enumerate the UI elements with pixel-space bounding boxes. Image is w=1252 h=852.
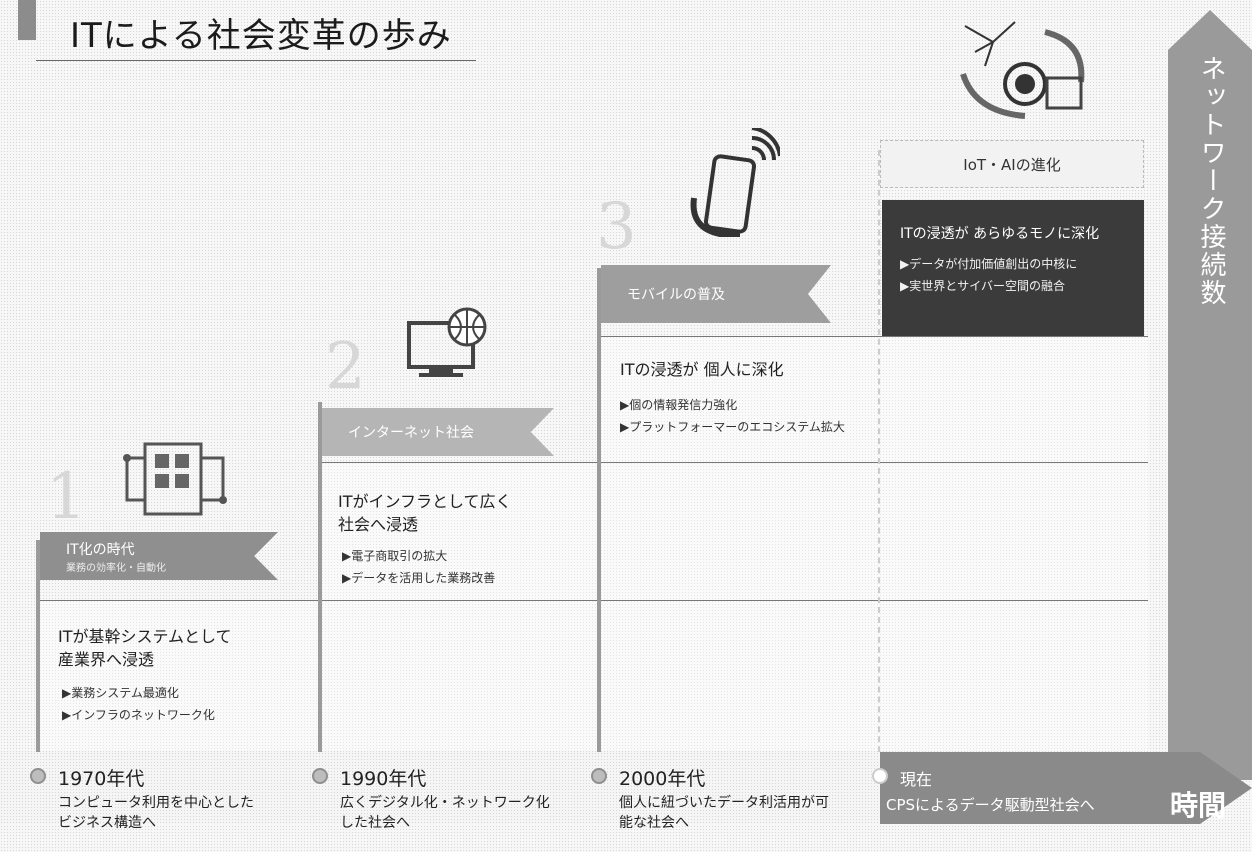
stage-3-flag-title: モバイルの普及 [627, 287, 725, 303]
network-growth-arrow [1168, 10, 1252, 780]
stage-1-bullet: ▶インフラのネットワーク化 [62, 707, 215, 722]
era-1-desc: コンピュータ利用を中心とした ビジネス構造へ [58, 794, 254, 833]
stage-4-flag: IoT・AIの進化 [880, 140, 1144, 188]
stage-1-line [36, 600, 1148, 601]
stage-1-bullet: ▶業務システム最適化 [62, 686, 179, 701]
stage-3-bullet: ▶個の情報発信力強化 [620, 398, 738, 413]
stage-2-panel [318, 462, 1148, 600]
stage-3-line [597, 336, 1148, 337]
era-2-desc: 広くデジタル化・ネットワーク化 した社会へ [340, 794, 550, 833]
stage-2-headline-line1: ITがインフラとして広く [338, 492, 512, 511]
era-3-desc: 個人に紐づいたデータ利活用が可 能な社会へ [619, 794, 829, 833]
timeline-line-2 [318, 402, 322, 772]
era-3-desc-line1: 個人に紐づいたデータ利活用が可 [619, 795, 829, 811]
stage-2-bullet: ▶データを活用した業務改善 [342, 570, 496, 585]
smartphone-wireless-icon [690, 128, 780, 237]
stage-1-text: ITが基幹システムとして 産業界へ浸透 ▶業務システム最適化 ▶インフラのネット… [58, 625, 308, 727]
stage-3-bullet: ▶プラットフォーマーのエコシステム拡大 [620, 419, 845, 434]
era-4-label: 現在 [900, 770, 933, 789]
stage-4-panel: ITの浸透が あらゆるモノに深化 ▶データが付加価値創出の中核に ▶実世界とサイ… [882, 200, 1144, 336]
stage-4-bullet: ▶データが付加価値創出の中核に [900, 257, 1078, 272]
era-1-dot [30, 768, 46, 784]
stage-3-panel [597, 336, 1148, 462]
stage-1-panel [36, 600, 1148, 750]
title-accent-bar [18, 0, 36, 40]
stage-3-flag: モバイルの普及 [601, 265, 831, 323]
stage-1-flag-title: IT化の時代 [66, 541, 135, 558]
stage-3-text: ITの浸透が 個人に深化 ▶個の情報発信力強化 ▶プラットフォーマーのエコシステ… [620, 358, 880, 438]
network-growth-label: ネットワーク接続数 [1196, 55, 1226, 307]
era-2-dot [312, 768, 328, 784]
timeline-line-4 [878, 150, 880, 772]
stage-3-headline: ITの浸透が 個人に深化 [620, 360, 784, 379]
stage-2-flag-title: インターネット社会 [348, 425, 474, 441]
era-1-desc-line2: ビジネス構造へ [58, 814, 156, 831]
stage-2-text: ITがインフラとして広く 社会へ浸透 ▶電子商取引の拡大 ▶データを活用した業務… [338, 490, 588, 590]
stage-1-flag: IT化の時代 業務の効率化・自動化 [40, 532, 278, 580]
stage-4-bullet: ▶実世界とサイバー空間の融合 [900, 278, 1065, 293]
era-2-desc-line1: 広くデジタル化・ネットワーク化 [340, 795, 550, 811]
computer-globe-icon [407, 307, 487, 377]
era-3-dot [591, 768, 607, 784]
era-2-label: 1990年代 [340, 768, 427, 790]
era-4-dot [872, 768, 888, 784]
time-arrow-past [0, 752, 880, 824]
era-1-label: 1970年代 [58, 768, 145, 790]
time-label: 時間 [1170, 789, 1227, 822]
stage-2-number: 2 [325, 330, 366, 404]
era-1-desc-line1: コンピュータ利用を中心とした [58, 795, 254, 811]
iot-globe-icon [960, 21, 1085, 119]
stage-1-number: 1 [46, 460, 87, 534]
stage-3-number: 3 [596, 190, 637, 264]
stage-2-line [318, 462, 1148, 463]
stage-1-flag-subtitle: 業務の効率化・自動化 [66, 562, 166, 574]
stage-2-flag: インターネット社会 [322, 408, 554, 456]
page-title: ITによる社会変革の歩み [70, 16, 452, 56]
stage-1-headline-line2: 産業界へ浸透 [58, 650, 155, 670]
title-underline [36, 60, 476, 61]
stage-4-headline: ITの浸透が あらゆるモノに深化 [900, 226, 1100, 242]
stage-1-headline-line1: ITが基幹システムとして [58, 627, 232, 646]
stage-4-flag-title: IoT・AIの進化 [963, 155, 1061, 174]
stage-2-bullet: ▶電子商取引の拡大 [342, 549, 448, 564]
era-4-desc: CPSによるデータ駆動型社会へ [886, 796, 1095, 814]
stage-2-headline-line2: 社会へ浸透 [338, 515, 419, 535]
server-network-icon [123, 442, 227, 516]
era-2-desc-line2: した社会へ [340, 814, 410, 831]
era-3-label: 2000年代 [619, 768, 706, 790]
timeline-line-1 [36, 540, 40, 772]
era-3-desc-line2: 能な社会へ [619, 814, 689, 831]
timeline-line-3 [597, 268, 601, 772]
